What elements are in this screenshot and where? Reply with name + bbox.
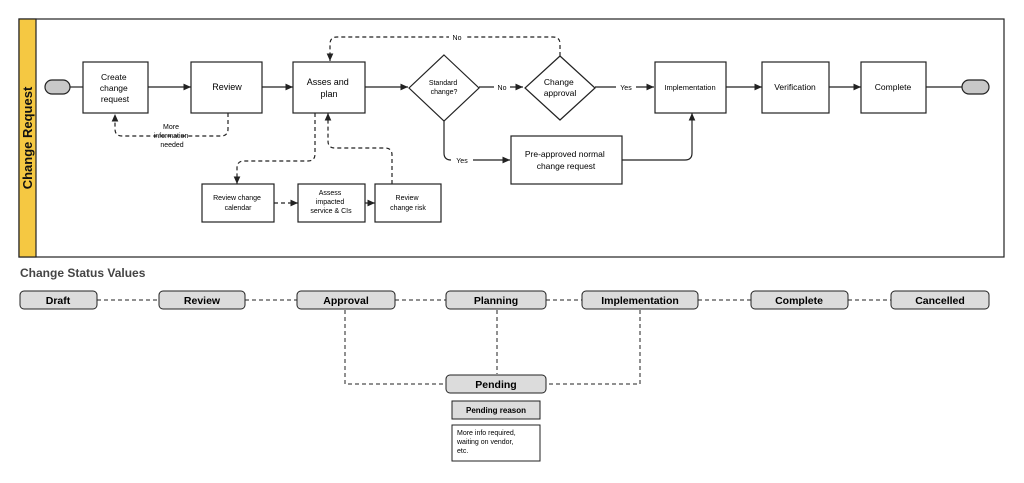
review-step: Review: [190, 61, 263, 114]
assess-impacted-label-2: impacted: [316, 199, 345, 206]
svg-text:More info required, wait: More info required, waiting on vendor, e…: [456, 430, 518, 455]
create-label-3: request: [101, 94, 130, 104]
assess-plan-label-2: plan: [320, 89, 337, 99]
status-pill-complete: Complete: [750, 290, 849, 310]
review-risk-label-2: change risk: [390, 205, 426, 212]
svg-text:Review change risk: Review change risk: [390, 195, 426, 212]
review-calendar-label-2: calendar: [225, 205, 253, 212]
status-cancelled-label: Cancelled: [915, 295, 965, 307]
swimlane-label: Change Request: [20, 86, 35, 189]
pending-reason-line-3: etc.: [457, 448, 468, 455]
swimlane-header: [18, 18, 37, 258]
assess-impacted-label-1: Assess: [319, 190, 342, 197]
svg-text:Assess impacted se: Assess impacted service & CIs: [310, 190, 352, 215]
status-pending-label: Pending: [475, 379, 516, 391]
svg-text:Create change requ: Create change request: [100, 72, 130, 104]
preapproved-label-2: change request: [537, 161, 596, 171]
yes-label-approval: Yes: [620, 85, 632, 92]
status-pill-review: Review: [158, 290, 246, 310]
review-change-risk-step: Review change risk: [374, 183, 442, 223]
create-label-1: Create: [101, 72, 127, 82]
status-pill-cancelled: Cancelled: [890, 290, 990, 310]
svg-text:Standard change?: Standard change?: [429, 80, 459, 96]
standard-change-label-2: change?: [431, 89, 458, 96]
status-review-label: Review: [184, 295, 221, 307]
pending-reason-title: Pending reason: [466, 406, 526, 415]
pending-reason-note: More info required, waiting on vendor, e…: [451, 424, 541, 462]
implementation-label: Implementation: [664, 83, 715, 92]
complete-label: Complete: [875, 82, 912, 92]
yes-label-standard: Yes: [456, 158, 468, 165]
status-draft-label: Draft: [46, 295, 71, 307]
start-terminator: [44, 79, 71, 95]
status-pill-pending: Pending: [445, 374, 547, 394]
review-change-calendar-step: Review change calendar: [201, 183, 275, 223]
svg-text:Review change calendar: Review change calendar: [213, 195, 263, 212]
verification-step: Verification: [761, 61, 830, 114]
complete-step: Complete: [860, 61, 927, 114]
status-pill-approval: Approval: [296, 290, 396, 310]
implementation-step: Implementation: [654, 61, 727, 114]
assess-and-plan-step: Asses and plan: [292, 61, 366, 114]
status-approval-label: Approval: [323, 295, 369, 307]
create-change-request-step: Create change request: [82, 61, 149, 114]
preapproved-change-step: Pre-approved normal change request: [510, 135, 623, 185]
standard-change-label-1: Standard: [429, 80, 458, 87]
svg-text:Pre-approved normal chan: Pre-approved normal change request: [525, 149, 607, 171]
status-implementation-label: Implementation: [601, 295, 679, 307]
standard-change-decision: Standard change?: [408, 54, 480, 122]
change-approval-label-1: Change: [544, 77, 574, 87]
verification-label: Verification: [774, 82, 816, 92]
change-approval-label-2: approval: [544, 88, 577, 98]
more-info-label-3: needed: [160, 142, 183, 149]
create-label-2: change: [100, 83, 128, 93]
assess-impacted-label-3: service & CIs: [310, 208, 352, 215]
more-info-label-1: More: [163, 124, 179, 131]
review-risk-label-1: Review: [396, 195, 420, 202]
svg-text:Asses and plan: Asses and plan: [307, 77, 352, 99]
assess-plan-label-1: Asses and: [307, 77, 349, 87]
review-calendar-label-1: Review change: [213, 195, 261, 202]
no-label-middle: No: [498, 85, 507, 92]
status-pill-implementation: Implementation: [581, 290, 699, 310]
preapproved-label-1: Pre-approved normal: [525, 149, 605, 159]
review-label: Review: [212, 82, 242, 92]
pending-reason-header: Pending reason: [451, 400, 541, 420]
end-terminator: [961, 79, 990, 95]
no-label-top: No: [453, 35, 462, 42]
svg-text:More information neede: More information needed: [154, 124, 191, 149]
svg-text:Change approval: Change approval: [544, 77, 577, 98]
status-section-title: Change Status Values: [20, 266, 146, 280]
assess-impacted-services-step: Assess impacted service & CIs: [297, 183, 366, 223]
pending-reason-line-2: waiting on vendor,: [456, 439, 513, 446]
status-pill-planning: Planning: [445, 290, 547, 310]
pending-reason-line-1: More info required,: [457, 430, 516, 437]
status-complete-label: Complete: [775, 295, 823, 307]
more-info-label-2: information: [154, 133, 189, 140]
status-planning-label: Planning: [474, 295, 518, 307]
status-pill-draft: Draft: [19, 290, 98, 310]
change-approval-decision: Change approval: [524, 55, 596, 121]
